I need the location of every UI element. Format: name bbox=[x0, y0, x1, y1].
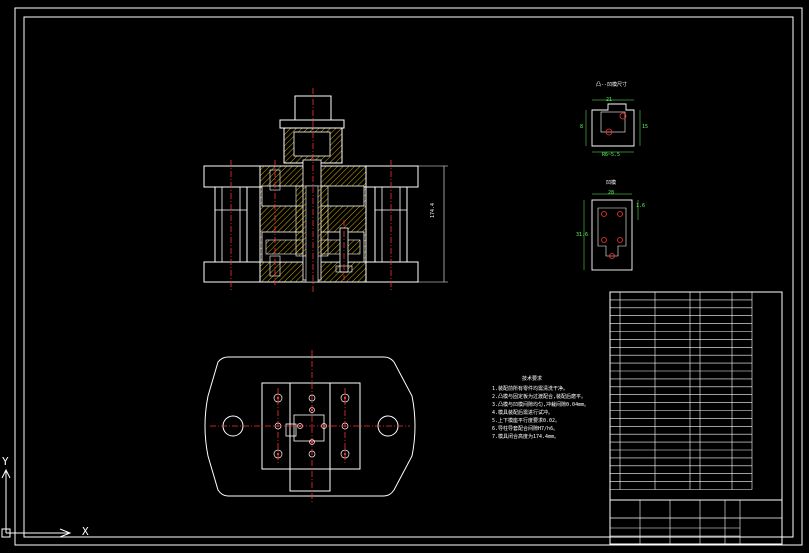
die-plan-view[interactable] bbox=[204, 350, 416, 502]
strip-guide bbox=[289, 382, 331, 492]
centerlines-plan bbox=[210, 350, 410, 502]
table-border bbox=[609, 291, 783, 545]
sheet-border bbox=[14, 7, 803, 546]
tech-req-line: 7.模具闭合高度为174.4mm。 bbox=[492, 434, 560, 440]
height-dimension-label: 174.4 bbox=[430, 202, 436, 218]
tech-req-line: 3.凸模与凹模间隙均匀,冲裁间隙0.04mm。 bbox=[492, 402, 590, 408]
die-shoe-outline bbox=[204, 356, 416, 497]
die-right-dim: 1.6 bbox=[636, 203, 646, 209]
punch-bottom-dim: R6~5.5 bbox=[602, 152, 621, 158]
tech-req-line: 2.凸模与固定板为过渡配合,装配后磨平。 bbox=[492, 394, 587, 400]
ucs-x-label: X bbox=[82, 525, 89, 538]
tech-req-title: 技术要求 bbox=[522, 376, 543, 382]
die-height-dim: 31.6 bbox=[576, 232, 589, 238]
punch-detail-view[interactable] bbox=[585, 99, 641, 153]
punch-height-dim: 15 bbox=[642, 124, 649, 130]
ucs-y-label: Y bbox=[2, 455, 9, 468]
centerlines-section bbox=[230, 88, 392, 292]
tech-req-line: 1.装配前所有零件均需清洗干净。 bbox=[492, 386, 569, 392]
punch-side-dim: 8 bbox=[580, 124, 584, 130]
tech-req-line: 6.导柱导套配合间隙H7/h6。 bbox=[492, 426, 559, 432]
punch-view-label: 凸--凹模尺寸 bbox=[596, 82, 628, 88]
tech-req-line: 5.上下模座平行度要求0.02。 bbox=[492, 418, 561, 424]
die-width-dim: 28 bbox=[608, 190, 615, 196]
die-detail-view[interactable] bbox=[583, 193, 639, 271]
punch-width-dim: 21 bbox=[606, 97, 613, 103]
die-view-label: 凹模 bbox=[606, 180, 617, 186]
tech-req-line: 4.模具装配后需进行试冲。 bbox=[492, 410, 554, 416]
bill-of-materials-table[interactable] bbox=[609, 291, 783, 545]
ucs-icon bbox=[1, 468, 72, 538]
height-dimension bbox=[418, 165, 448, 283]
die-assembly-section-view[interactable] bbox=[203, 88, 448, 292]
